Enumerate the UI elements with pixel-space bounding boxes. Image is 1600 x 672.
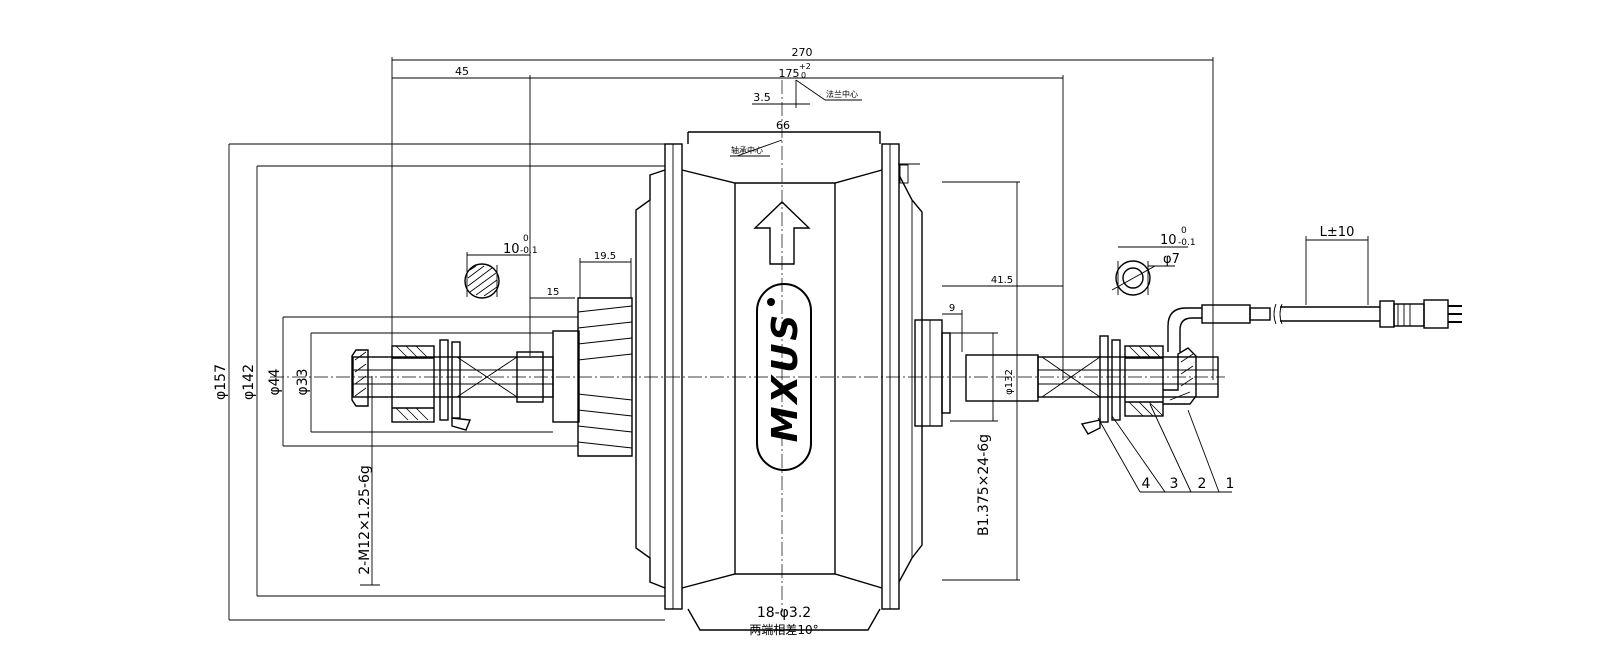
dim-left-offset: 45: [455, 65, 469, 78]
dimension-lines: [228, 57, 1369, 621]
part-number-1: 1: [1226, 476, 1235, 492]
dim-cable-length: L±10: [1320, 225, 1355, 240]
part-number-4: 4: [1142, 476, 1151, 492]
left-nut-assembly: [351, 339, 544, 431]
spoke-offset-note: 两端相差10°: [749, 623, 818, 637]
right-axle-section: [1111, 260, 1156, 296]
dim-small-step: 15: [547, 287, 560, 298]
logo-text: MXUS: [765, 312, 806, 443]
dim-flange-span-tol-upper: +2: [799, 62, 811, 71]
dim-spacer: 9: [949, 303, 955, 314]
dim-flat-tol-lower-right: -0.1: [1178, 238, 1196, 248]
left-axle: [352, 356, 554, 398]
dim-dia-33: φ33: [295, 368, 311, 395]
dim-offset-small: 3.5: [753, 91, 771, 104]
motor-cable: [1167, 299, 1462, 352]
dim-shell-width: 66: [776, 119, 790, 132]
dim-flange-span: 175: [779, 67, 800, 80]
dim-dia-132: φ132: [1004, 369, 1015, 395]
dim-hub-step: 19.5: [594, 251, 616, 262]
right-axle: [1037, 356, 1219, 398]
freewheel-thread-spec: B1.375×24-6g: [976, 434, 992, 536]
part-number-2: 2: [1198, 476, 1207, 492]
dim-dia-outer: φ157: [213, 364, 229, 400]
brand-logo: MXUS: [756, 283, 812, 471]
dim-dia-flange: φ142: [241, 364, 257, 400]
axle-thread-spec: 2-M12×1.25-6g: [357, 465, 373, 575]
dim-cable-dia: φ7: [1163, 252, 1180, 267]
rotation-arrow: [753, 201, 811, 265]
right-nut-assembly: [1080, 335, 1197, 435]
rim-center-label: 轴承中心: [731, 145, 763, 155]
dim-flat-width-left: 10: [503, 242, 520, 257]
dim-flat-tol-upper-left: 0: [523, 234, 529, 244]
flange-center-label: 法兰中心: [826, 89, 858, 99]
dim-overall-length: 270: [792, 46, 813, 59]
dim-flat-width-right: 10: [1160, 233, 1177, 248]
dim-dia-44: φ44: [267, 368, 283, 395]
motor-shell: [635, 131, 923, 631]
dim-flange-span-tol-lower: 0: [801, 71, 806, 80]
right-bearing-block: [914, 319, 1039, 427]
dim-flat-tol-upper-right: 0: [1181, 226, 1187, 236]
spoke-holes-spec: 18-φ3.2: [757, 605, 811, 621]
dim-cassette-side: 41.5: [991, 275, 1013, 286]
part-number-3: 3: [1170, 476, 1179, 492]
dim-flat-tol-lower-left: -0.1: [520, 246, 538, 256]
left-axle-section: [464, 263, 500, 299]
